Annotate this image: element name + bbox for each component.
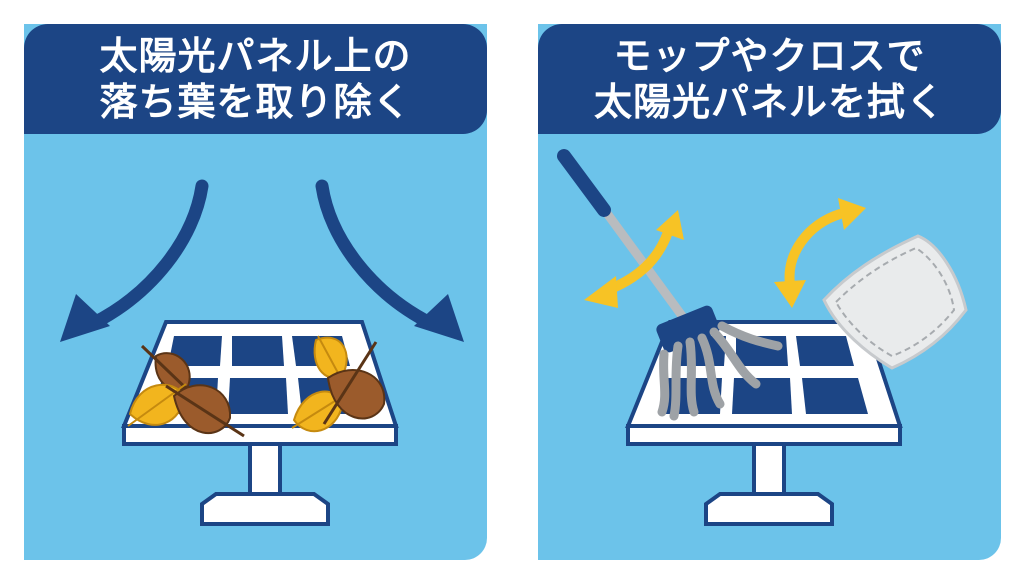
mop-icon (557, 149, 783, 421)
panel-title-line-1: 太陽光パネル上の (99, 34, 412, 78)
down-right-arrow-icon (315, 179, 464, 342)
panel-title-line-2: 落ち葉を取り除く (99, 80, 412, 124)
panel-title: 太陽光パネル上の 落ち葉を取り除く (24, 24, 487, 134)
panel-wipe-panels: モップやクロスで 太陽光パネルを拭く (538, 24, 1001, 560)
panel-title-line-2: 太陽光パネルを拭く (593, 80, 945, 124)
down-left-arrow-icon (60, 179, 209, 342)
cloth-icon (822, 234, 968, 370)
curved-double-arrow-icon (774, 198, 866, 308)
wiping-illustration (557, 149, 968, 526)
panel-remove-leaves: 太陽光パネル上の 落ち葉を取り除く (24, 24, 487, 560)
panel-title-line-1: モップやクロスで (613, 34, 926, 78)
panel-title: モップやクロスで 太陽光パネルを拭く (538, 24, 1001, 134)
leaf-icon (322, 341, 386, 425)
leaf-icon (165, 384, 245, 438)
leaves-illustration (60, 179, 464, 526)
curved-double-arrow-icon (584, 210, 684, 308)
